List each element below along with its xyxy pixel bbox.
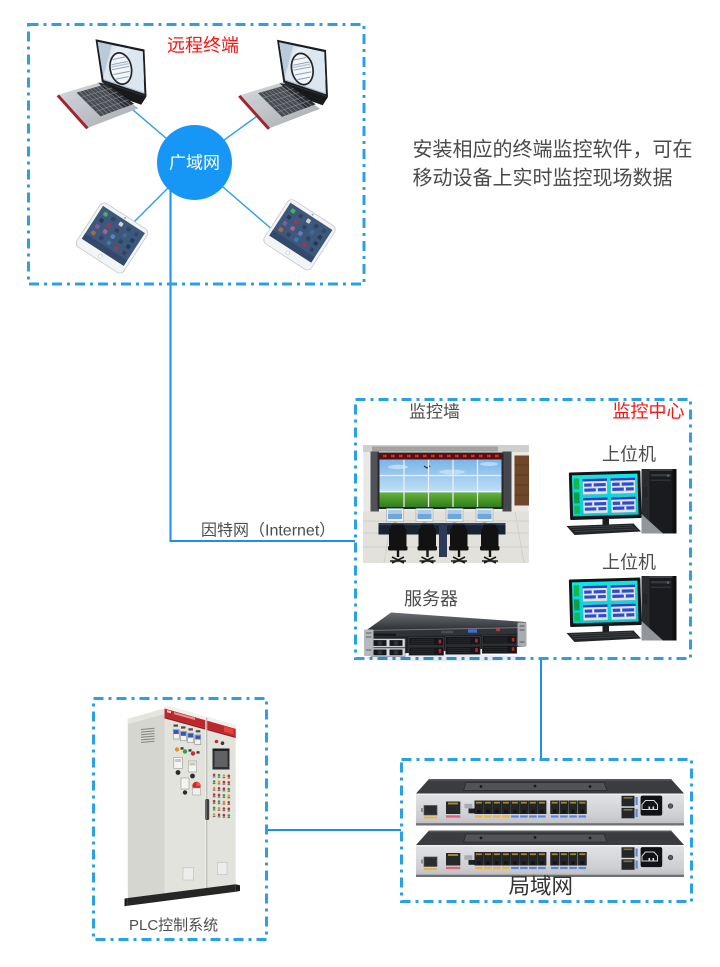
svg-text:服务器: 服务器	[404, 589, 458, 609]
svg-text:PLC控制系统: PLC控制系统	[129, 917, 218, 934]
svg-text:上位机: 上位机	[602, 445, 656, 465]
svg-text:安装相应的终端监控软件，可在: 安装相应的终端监控软件，可在	[413, 138, 693, 161]
svg-text:上位机: 上位机	[602, 552, 656, 572]
svg-text:远程终端: 远程终端	[167, 35, 239, 55]
svg-text:广域网: 广域网	[169, 154, 220, 173]
svg-text:因特网（Internet）: 因特网（Internet）	[201, 521, 335, 539]
svg-text:监控中心: 监控中心	[613, 401, 685, 421]
svg-text:监控墙: 监控墙	[409, 403, 460, 422]
svg-text:移动设备上实时监控现场数据: 移动设备上实时监控现场数据	[413, 166, 673, 189]
svg-text:局域网: 局域网	[509, 875, 574, 899]
